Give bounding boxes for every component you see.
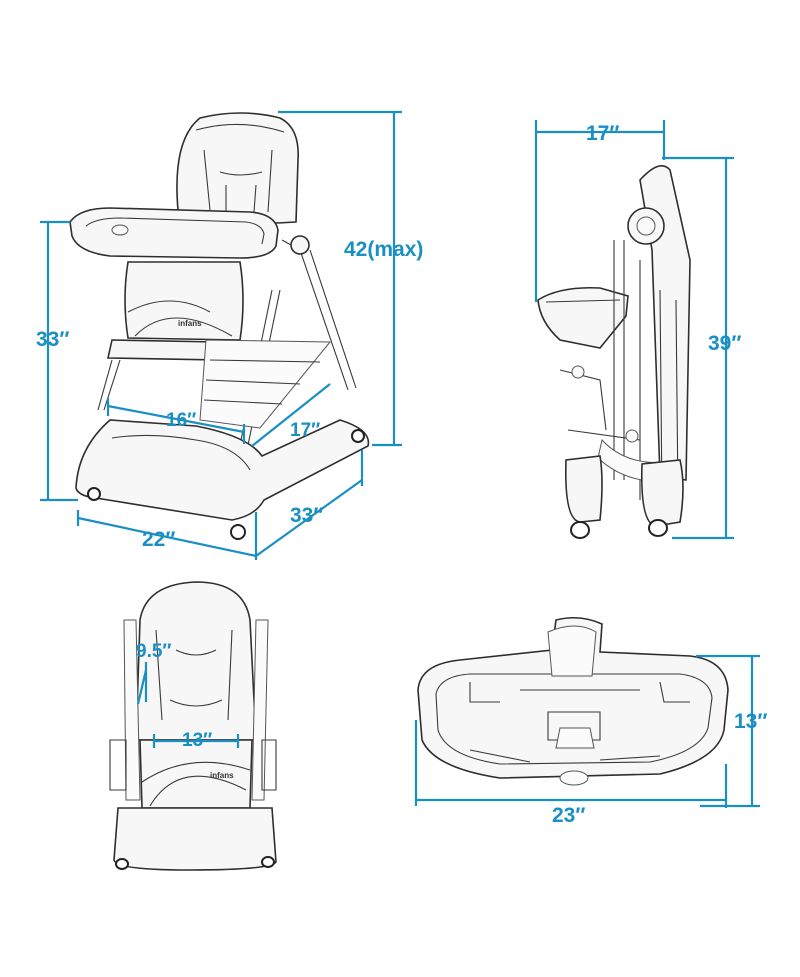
tray-view [417,616,729,786]
seat-width-label: 13″ [182,730,212,751]
tray-view-depth-label: 13″ [734,710,767,733]
front-view-dimensions [40,110,402,560]
front-view-chair: infans [69,112,370,540]
seat-view-dimensions [136,662,240,748]
tray-view-width-label: 23″ [552,804,585,827]
front-depth-label: 33″ [290,504,323,527]
front-view-brand: infans [178,319,202,328]
front-height-label: 33″ [36,328,69,351]
tray-view-dimensions [414,654,760,808]
side-depth-label: 17″ [586,122,619,145]
seat-view-brand: infans [210,771,234,780]
side-height-label: 39″ [708,332,741,355]
side-view-dimensions [534,120,734,540]
tray-depth-label: 17″ [290,420,320,441]
front-width-label: 22″ [142,528,175,551]
tray-width-label: 16″ [166,410,196,431]
seat-view-chair: infans [109,581,277,871]
side-view-chair [537,164,691,539]
seat-back-height-label: 9.5″ [136,641,172,662]
front-height-max-label: 42(max) [344,238,423,261]
